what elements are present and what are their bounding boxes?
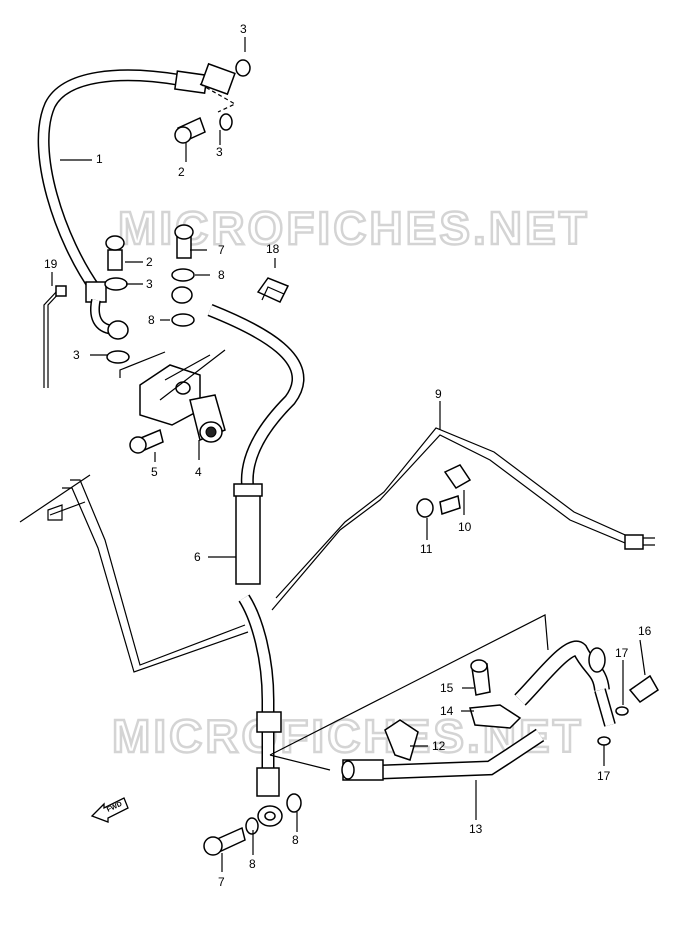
- callout-8: 8: [148, 313, 155, 327]
- callout-16: 16: [638, 624, 652, 638]
- pipe-clamp: [443, 464, 472, 489]
- callout-15: 15: [440, 681, 454, 695]
- brake-pipe-left: [62, 479, 249, 673]
- brake-hose-middle: [171, 286, 305, 827]
- callout-17: 17: [597, 769, 611, 783]
- callout-3: 3: [146, 277, 153, 291]
- brake-hose-rear: [341, 640, 616, 781]
- callout-17: 17: [615, 646, 629, 660]
- hose-clamp-bracket: [469, 704, 522, 729]
- callout-7: 7: [218, 243, 225, 257]
- callout-5: 5: [151, 465, 158, 479]
- callout-3: 3: [73, 348, 80, 362]
- callout-2: 2: [178, 165, 185, 179]
- callout-19: 19: [44, 257, 58, 271]
- callout-18: 18: [266, 242, 280, 256]
- callout-2: 2: [146, 255, 153, 269]
- callout-7: 7: [218, 875, 225, 889]
- callout-1: 1: [96, 152, 103, 166]
- fwd-arrow: FWD: [90, 797, 129, 823]
- callout-14: 14: [440, 704, 454, 718]
- watermark-top: MICROFICHES.NET: [118, 202, 590, 254]
- callout-3: 3: [216, 145, 223, 159]
- callout-12: 12: [432, 739, 446, 753]
- bolts-washers: [104, 59, 302, 856]
- leader-lines: [51, 37, 646, 872]
- callout-3: 3: [240, 22, 247, 36]
- brake-hose-upper: [37, 62, 236, 340]
- hose-guide: [256, 277, 290, 303]
- callout-9: 9: [435, 387, 442, 401]
- callout-11: 11: [420, 542, 433, 556]
- callout-6: 6: [194, 550, 201, 564]
- callout-4: 4: [195, 465, 202, 479]
- callout-8: 8: [218, 268, 225, 282]
- callout-8: 8: [249, 857, 256, 871]
- clamp: [43, 289, 63, 388]
- callout-10: 10: [458, 520, 472, 534]
- callout-8: 8: [292, 833, 299, 847]
- union-bolt: [628, 674, 659, 703]
- brake-hose-joint: [119, 349, 226, 443]
- callout-13: 13: [469, 822, 483, 836]
- brake-pipe-rear: [271, 427, 655, 611]
